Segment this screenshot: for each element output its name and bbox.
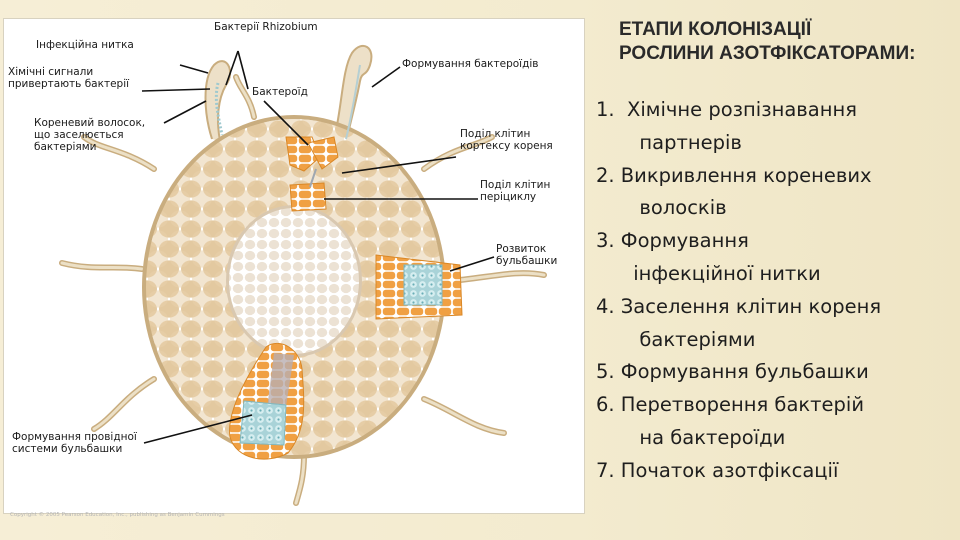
slide-title: ЕТАПИ КОЛОНІЗАЦІЇ РОСЛИНИ АЗОТФІКСАТОРАМ… (619, 19, 916, 64)
mature-nodule (229, 342, 305, 460)
root-hair-right (333, 44, 373, 144)
label-chemical-signals: Хімічні сигнали привертають бактерії (8, 66, 130, 90)
root-cross-section-illustration (59, 44, 547, 506)
step-item: 5. Формування бульбашки (596, 360, 869, 384)
root-nodule-diagram: Інфекційна нитка Бактерії Rhizobium Хімі… (3, 18, 585, 518)
colonization-steps-list: 1. Хімічне розпізнавання партнерів 2. Ви… (596, 94, 956, 488)
label-leader-lines (141, 50, 495, 444)
step-item: 1. Хімічне розпізнавання партнерів (596, 98, 857, 154)
label-bacteroid-formation: Формування бактероїдів (402, 58, 539, 70)
step-item: 6. Перетворення бактерій на бактероїди (596, 393, 865, 449)
label-vascular-formation: Формування провідної системи бульбашки (12, 431, 137, 455)
step-item: 4. Заселення клітин кореня бактеріями (596, 294, 882, 351)
step-item: 3. Формування інфекційної нитки (596, 229, 821, 285)
label-nodule-development: Розвиток бульбашки (496, 243, 558, 267)
step-item: 7. Початок азотфіксації (596, 458, 839, 482)
label-bacteroid: Бактероїд (252, 86, 308, 98)
central-cylinder (226, 205, 362, 357)
developing-nodule (375, 254, 463, 320)
copyright-notice: Copyright © 2005 Pearson Education, Inc.… (10, 512, 225, 518)
label-infection-thread: Інфекційна нитка (36, 39, 134, 51)
step-item: 2. Викривлення кореневих волосків (596, 163, 872, 220)
dividing-cortex-cells (285, 136, 339, 212)
label-rhizobium: Бактерії Rhizobium (214, 21, 318, 33)
label-pericycle-division: Поділ клітин періциклу (480, 179, 551, 203)
label-root-hair: Кореневий волосок, що заселюється бактер… (34, 117, 146, 153)
root-hair-left (204, 60, 232, 142)
infection-thread (214, 64, 361, 140)
label-cortex-division: Поділ клітин кортексу кореня (460, 128, 553, 152)
